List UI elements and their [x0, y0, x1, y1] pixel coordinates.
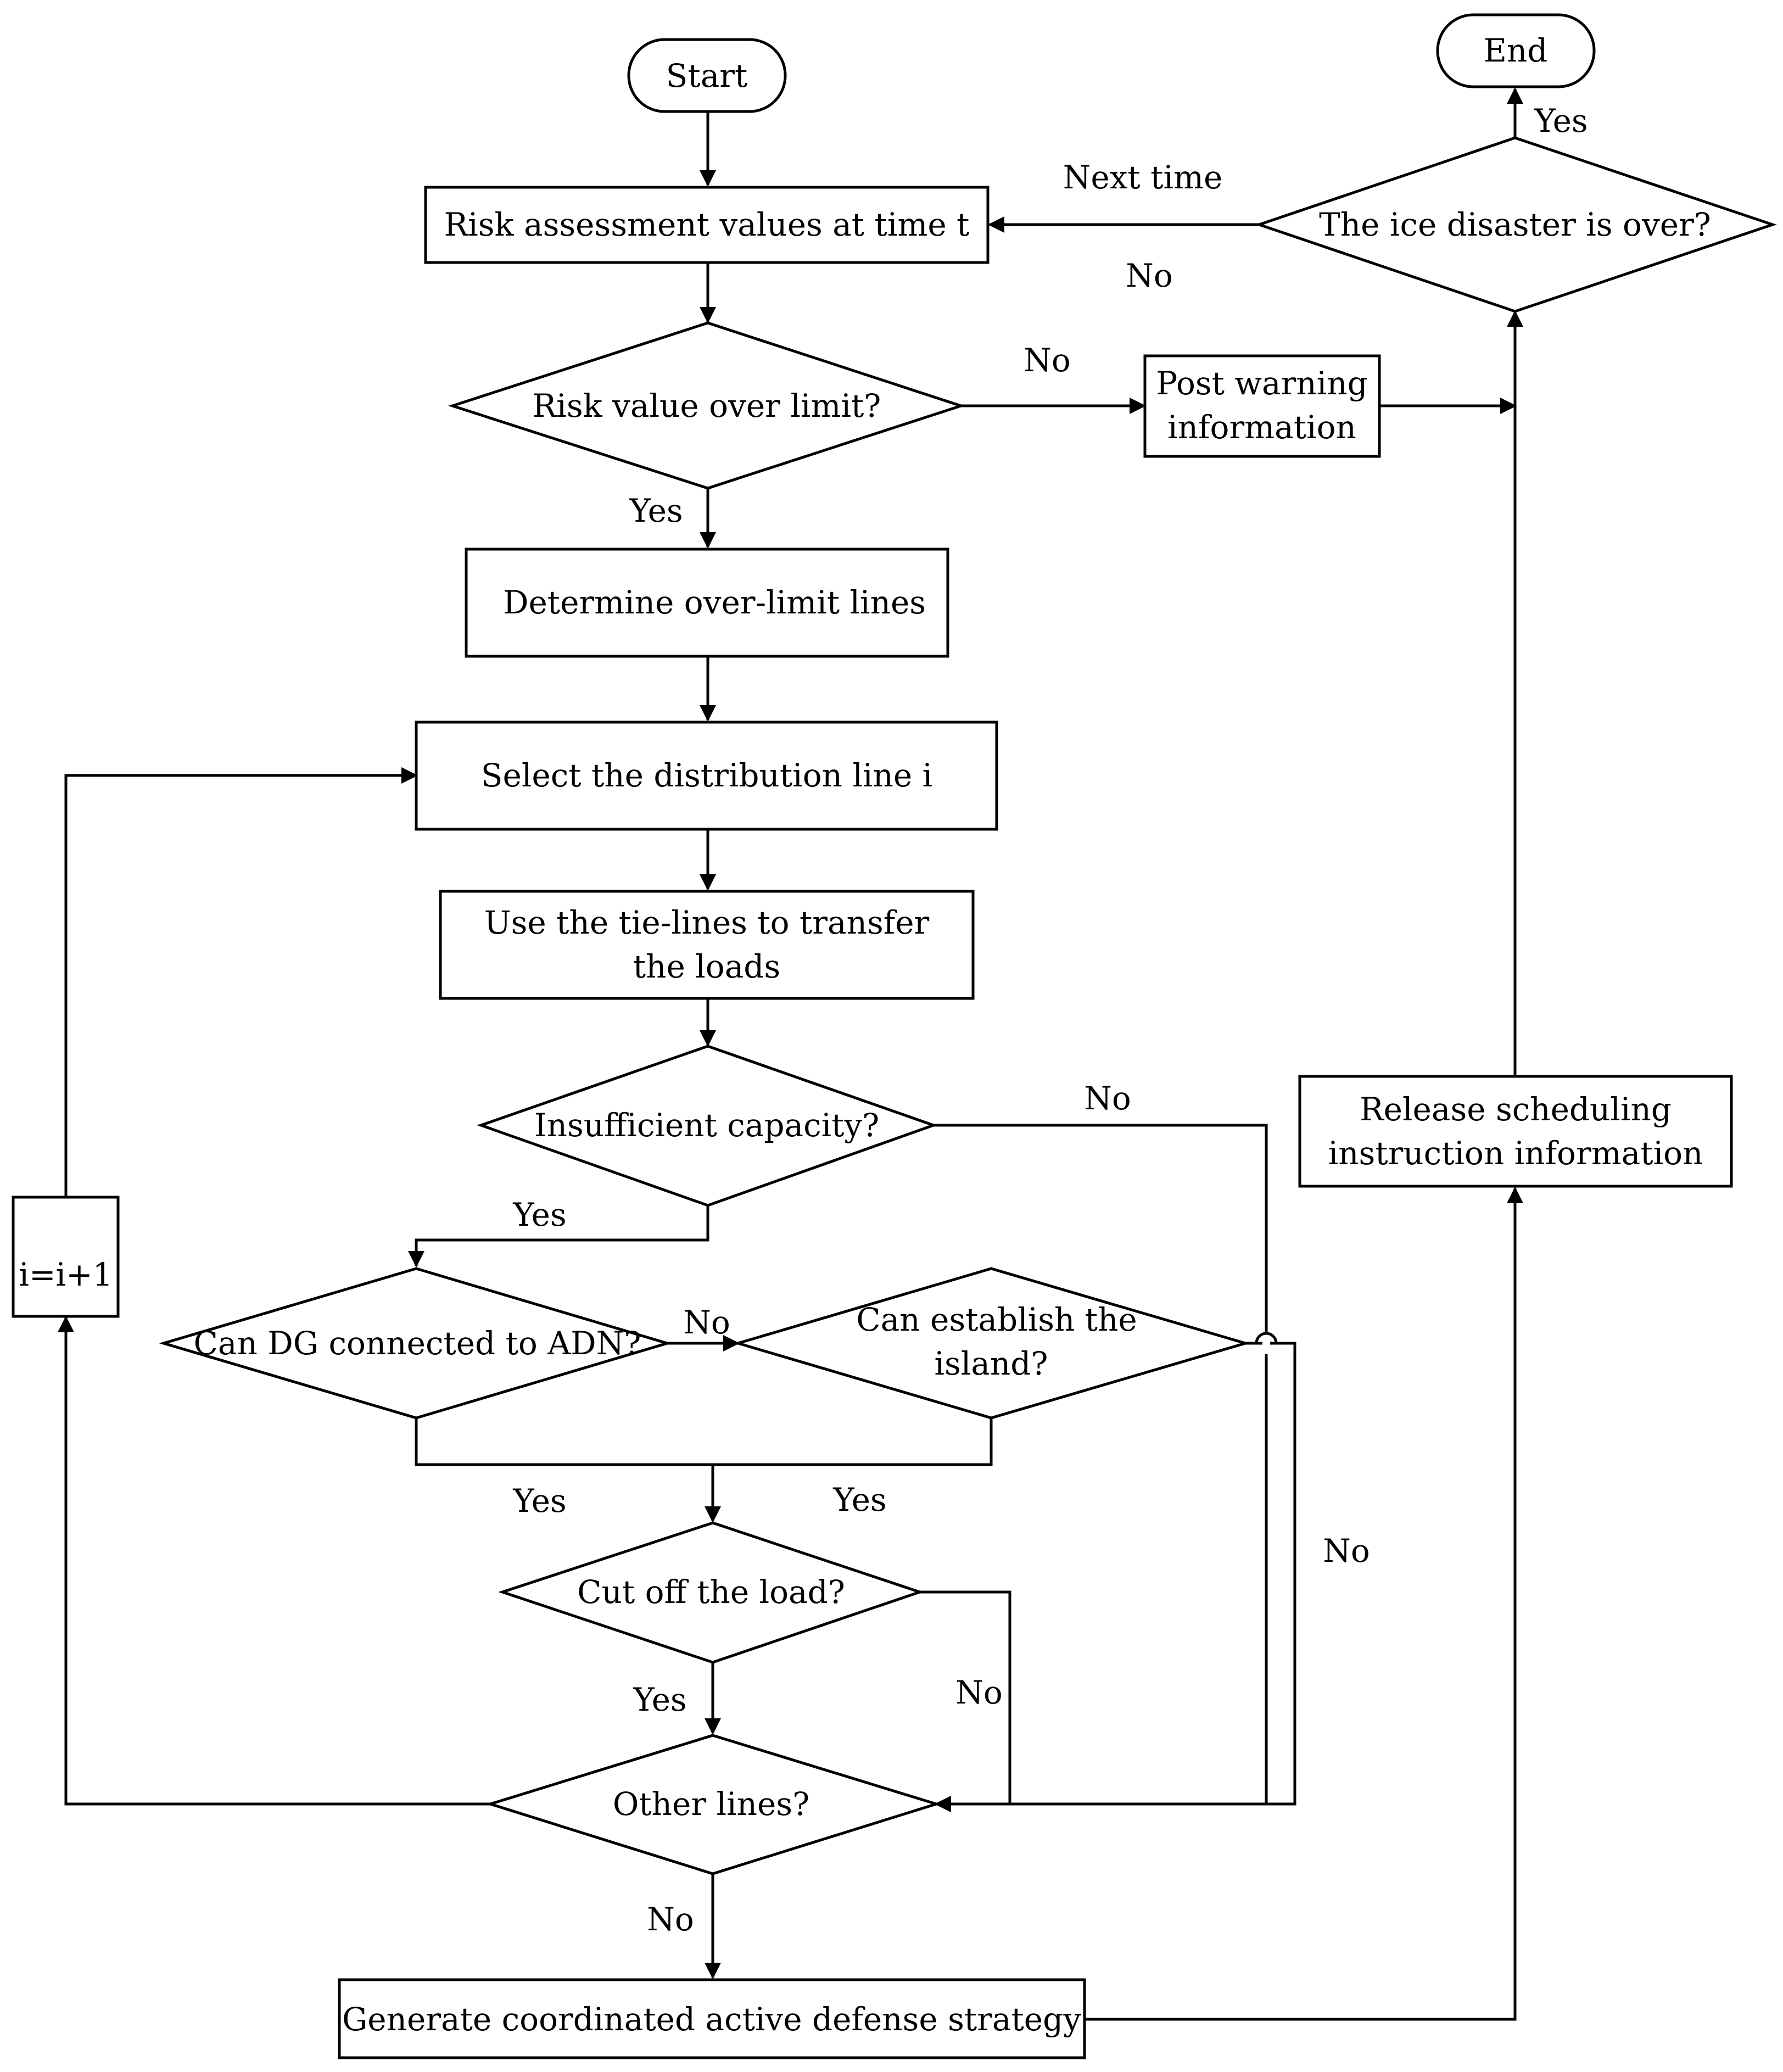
- risk-assessment-label: Risk assessment values at time t: [444, 206, 970, 243]
- start-node: Start: [627, 38, 787, 113]
- release-scheduling-line-1: Release scheduling: [1360, 1091, 1672, 1128]
- determine-lines-box: Determine over-limit lines: [465, 548, 949, 658]
- edge-insufficient-capacity-no-to-other-lines: [934, 1124, 1268, 1812]
- establish-island-line-2: island?: [934, 1345, 1048, 1382]
- post-warning-line-2: information: [1167, 409, 1356, 446]
- cut-off-load-label: Cut off the load?: [577, 1573, 845, 1611]
- label-next-time: Next time: [1063, 159, 1223, 196]
- generate-strategy-label: Generate coordinated active defense stra…: [342, 2001, 1081, 2038]
- end-label: End: [1484, 32, 1548, 69]
- tie-lines-line-2: the loads: [633, 948, 780, 985]
- label-capacity-no: No: [1084, 1080, 1131, 1117]
- establish-island-decision: Can establish the island?: [733, 1267, 1250, 1420]
- label-risk-yes: Yes: [629, 492, 683, 529]
- release-scheduling-box: Release scheduling instruction informati…: [1298, 1075, 1733, 1188]
- edge-insufficient-capacity-yes-to-dg: [408, 1207, 709, 1267]
- select-line-label: Select the distribution line i: [481, 757, 932, 794]
- cut-off-load-decision: Cut off the load?: [498, 1521, 924, 1664]
- risk-over-limit-decision: Risk value over limit?: [448, 321, 966, 490]
- label-dg-yes: Yes: [512, 1482, 566, 1520]
- label-risk-no: No: [1024, 342, 1071, 379]
- tie-lines-box: Use the tie-lines to transfer the loads: [439, 890, 975, 1000]
- nodes: Start End Risk assessment values at time…: [12, 13, 1777, 2059]
- release-scheduling-line-2: instruction information: [1328, 1135, 1703, 1172]
- edge-crossing-hop-arc: [1255, 1332, 1278, 1344]
- label-island-no: No: [1323, 1532, 1370, 1570]
- post-warning-line-1: Post warning: [1156, 365, 1367, 402]
- ice-over-decision: The ice disaster is over?: [1255, 136, 1777, 313]
- determine-lines-label: Determine over-limit lines: [503, 584, 926, 621]
- generate-strategy-box: Generate coordinated active defense stra…: [338, 1978, 1086, 2059]
- edge-labels: Yes Next time No No Yes No Yes No Yes Ye…: [512, 102, 1588, 1938]
- start-label: Start: [666, 57, 748, 94]
- edge-strategy-to-release: [1085, 1187, 1523, 2021]
- label-ice-no: No: [1126, 257, 1173, 294]
- dg-connected-label: Can DG connected to ADN?: [193, 1325, 641, 1362]
- label-capacity-yes: Yes: [512, 1196, 566, 1233]
- edges: [58, 87, 1523, 2021]
- other-lines-label: Other lines?: [613, 1785, 809, 1823]
- increment-label: i=i+1: [19, 1256, 113, 1293]
- insufficient-capacity-decision: Insufficient capacity?: [477, 1045, 938, 1207]
- label-other-no: No: [647, 1901, 694, 1938]
- edge-increment-to-select-line: [64, 767, 418, 1197]
- edge-dg-yes-merge: [415, 1418, 993, 1466]
- risk-assessment-box: Risk assessment values at time t: [424, 186, 990, 264]
- increment-box: i=i+1: [12, 1196, 120, 1318]
- tie-lines-line-1: Use the tie-lines to transfer: [484, 904, 930, 941]
- select-line-box: Select the distribution line i: [415, 721, 998, 831]
- other-lines-decision: Other lines?: [485, 1734, 941, 1875]
- label-cut-yes: Yes: [633, 1681, 686, 1718]
- establish-island-line-1: Can establish the: [856, 1301, 1137, 1338]
- label-island-yes: Yes: [832, 1481, 886, 1518]
- label-dg-no: No: [683, 1304, 730, 1341]
- risk-over-limit-label: Risk value over limit?: [533, 387, 881, 425]
- ice-over-label: The ice disaster is over?: [1319, 206, 1711, 243]
- dg-connected-decision: Can DG connected to ADN?: [159, 1267, 672, 1420]
- post-warning-box: Post warning information: [1143, 354, 1381, 458]
- insufficient-capacity-label: Insufficient capacity?: [534, 1107, 880, 1144]
- end-node: End: [1436, 13, 1596, 88]
- label-ice-yes: Yes: [1534, 102, 1588, 139]
- label-cut-no: No: [955, 1674, 1003, 1711]
- edge-other-lines-yes-to-increment: [58, 1316, 490, 1806]
